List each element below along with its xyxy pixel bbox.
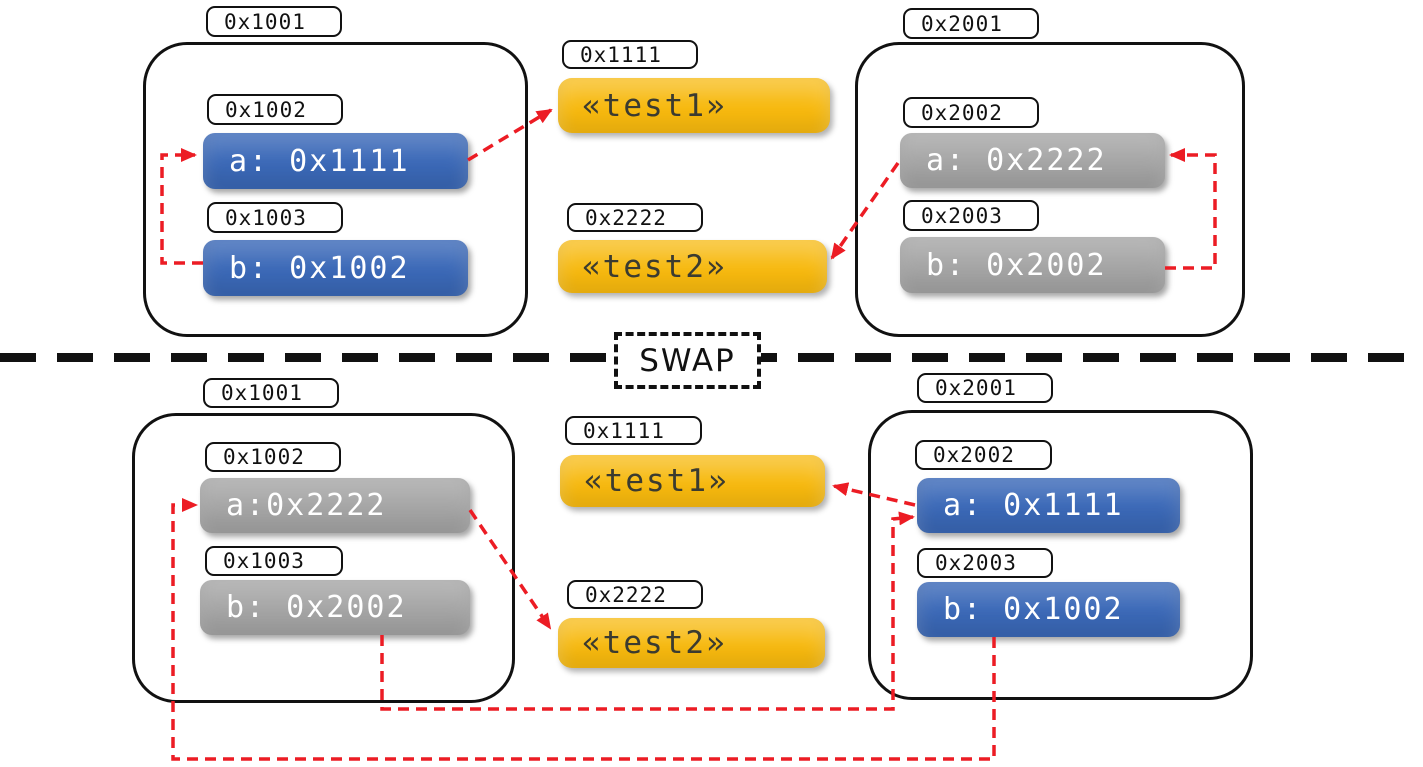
address-tab: 0x2002: [915, 440, 1052, 470]
string-object-box: «test1»: [560, 455, 825, 507]
address-tab: 0x2001: [903, 8, 1039, 39]
address-tab: 0x1111: [562, 40, 698, 69]
address-tab: 0x1111: [565, 416, 702, 445]
variable-box: b: 0x1002: [917, 582, 1180, 637]
address-tab: 0x1003: [205, 546, 343, 576]
address-tab: 0x1002: [207, 94, 343, 125]
swap-label-box: SWAP: [614, 332, 761, 389]
address-tab: 0x1002: [205, 442, 341, 472]
address-tab: 0x1001: [206, 6, 342, 37]
address-tab: 0x2003: [917, 548, 1053, 578]
address-tab: 0x2222: [567, 580, 703, 609]
variable-box: a: 0x2222: [900, 133, 1165, 188]
variable-box: a:0x2222: [200, 478, 470, 533]
address-tab: 0x1001: [203, 378, 339, 408]
variable-box: a: 0x1111: [917, 478, 1180, 533]
string-object-box: «test2»: [558, 618, 825, 668]
address-tab: 0x2003: [903, 200, 1039, 231]
address-tab: 0x2002: [903, 97, 1039, 128]
string-object-box: «test1»: [558, 78, 830, 133]
address-tab: 0x2001: [917, 373, 1053, 403]
variable-box: b: 0x2002: [200, 580, 470, 635]
variable-box: b: 0x1002: [203, 240, 468, 296]
address-tab: 0x1003: [207, 202, 343, 233]
variable-box: b: 0x2002: [900, 237, 1165, 293]
variable-box: a: 0x1111: [203, 133, 468, 189]
string-object-box: «test2»: [558, 240, 827, 293]
address-tab: 0x2222: [567, 203, 703, 232]
